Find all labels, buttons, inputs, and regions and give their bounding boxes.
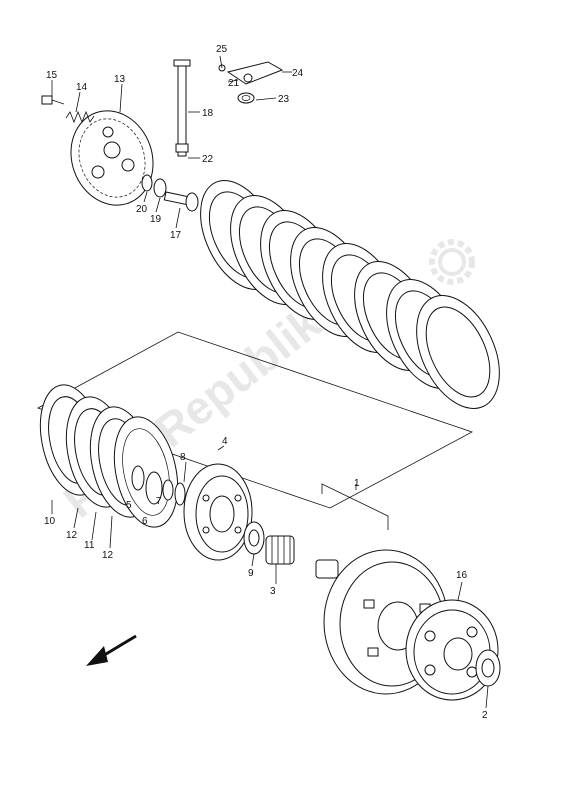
clutch-bolt: [41, 95, 65, 105]
callout-3: 3: [270, 586, 276, 597]
hub-washer: [243, 521, 265, 555]
callout-17: 17: [170, 230, 182, 241]
callout-25: 25: [216, 44, 228, 55]
pump-drive-gear: [405, 599, 499, 701]
callout-18: 18: [202, 108, 214, 119]
clutch-hub: [183, 463, 253, 561]
callout-10: 10: [44, 516, 56, 527]
leader-lines: [51, 55, 489, 709]
callout-4: 4: [222, 436, 228, 447]
callout-23: 23: [278, 94, 290, 105]
clutch-plate-stack: [200, 180, 500, 409]
circlip: [174, 482, 186, 506]
callout-9: 9: [248, 568, 254, 579]
gear-icon: [429, 239, 475, 285]
callouts: 1 2 3 4 5 6 7 8 9 10 11 12 12 13 14 15 1…: [44, 44, 488, 721]
arrow-icon: [86, 634, 137, 666]
pressure-plate: [70, 110, 154, 206]
callout-1: 1: [354, 478, 360, 489]
judder-spring: [145, 471, 163, 505]
callout-7: 7: [156, 496, 162, 507]
callout-2: 2: [482, 710, 488, 721]
gear-washer: [475, 649, 501, 687]
callout-22: 22: [202, 154, 214, 165]
thrust-washer: [162, 479, 174, 501]
callout-8: 8: [180, 452, 186, 463]
spacer-sleeve: [315, 559, 339, 579]
housing-bracket: [321, 483, 389, 530]
lever-bearing: [237, 92, 255, 104]
callout-12b: 12: [102, 550, 114, 561]
callout-21: 21: [228, 78, 240, 89]
callout-16: 16: [456, 570, 468, 581]
washer: [141, 174, 153, 192]
spring-seat: [131, 465, 145, 491]
callout-12a: 12: [66, 530, 78, 541]
callout-14: 14: [76, 82, 88, 93]
callout-20: 20: [136, 204, 148, 215]
push-piece: [163, 191, 199, 212]
clutch-spring: [65, 110, 95, 124]
callout-5: 5: [126, 500, 132, 511]
callout-19: 19: [150, 214, 162, 225]
push-bearing: [153, 178, 167, 198]
release-rod: [173, 59, 191, 157]
release-lever: [218, 61, 284, 85]
callout-11: 11: [84, 540, 95, 551]
needle-bearing: [265, 535, 295, 565]
callout-13: 13: [114, 74, 126, 85]
callout-24: 24: [292, 68, 304, 79]
callout-6: 6: [142, 516, 148, 527]
callout-15: 15: [46, 70, 58, 81]
